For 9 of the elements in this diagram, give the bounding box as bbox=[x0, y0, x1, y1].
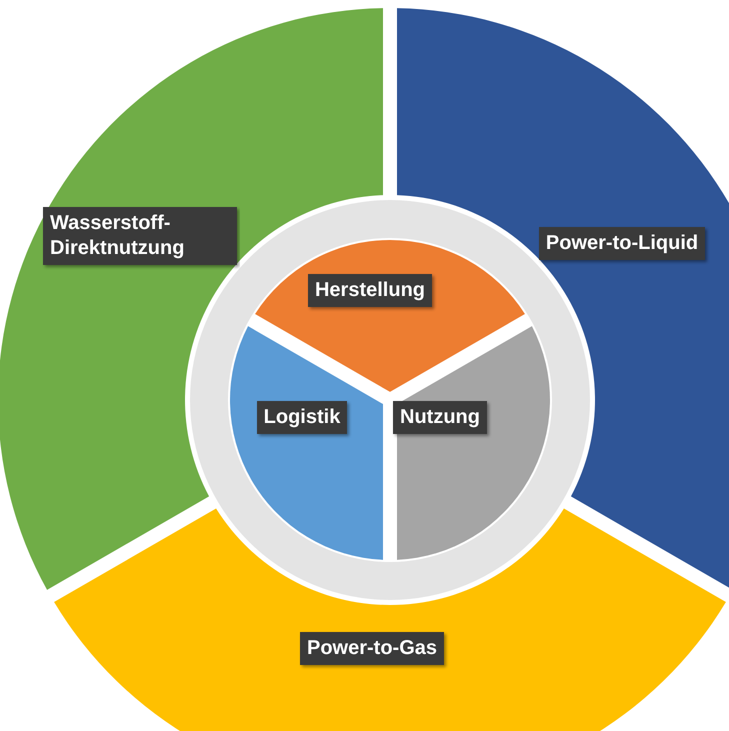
segment-label: Nutzung bbox=[393, 400, 487, 434]
ring-segment bbox=[393, 326, 550, 560]
segment-label: Power-to-Liquid bbox=[538, 226, 706, 260]
ring-segment bbox=[54, 508, 726, 731]
segment-label: Power-to-Gas bbox=[300, 632, 444, 664]
ring-segment bbox=[230, 326, 383, 560]
segment-label: Logistik bbox=[256, 400, 348, 434]
segment-label: Wasserstoff- Direktnutzung bbox=[43, 207, 237, 265]
segment-label: Herstellung bbox=[308, 274, 432, 306]
